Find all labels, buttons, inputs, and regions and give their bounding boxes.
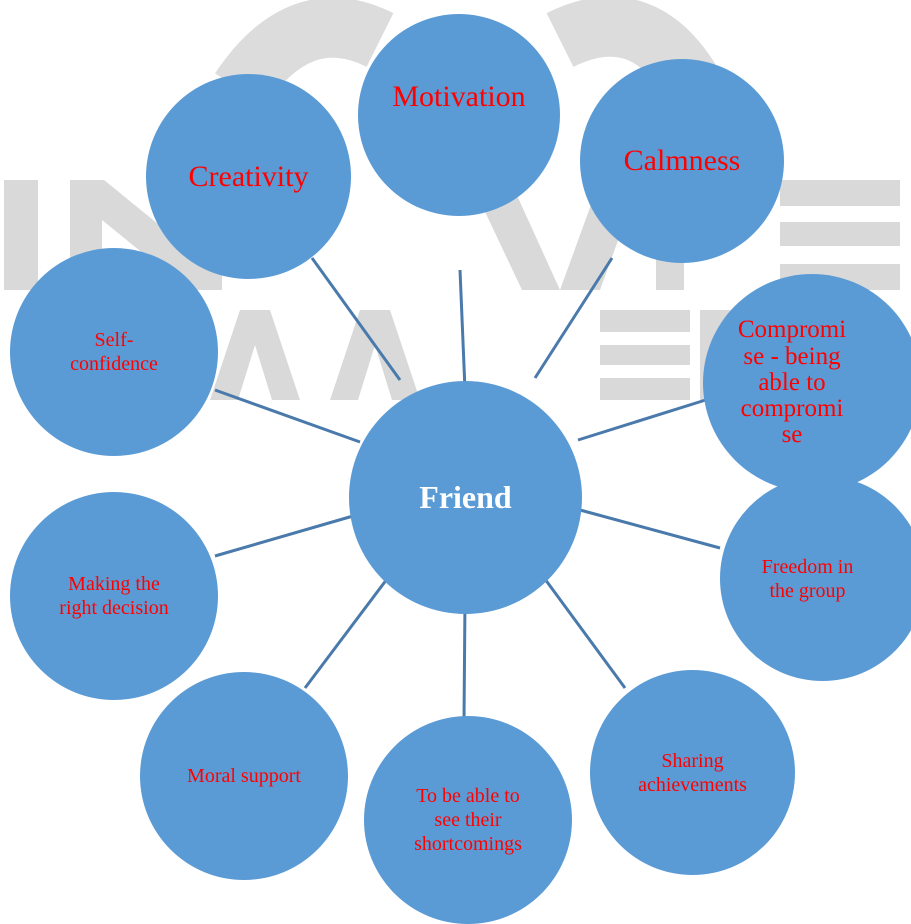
node-freedom: Freedom in the group bbox=[720, 476, 911, 681]
node-label-making-decision: Making the right decision bbox=[59, 573, 169, 619]
node-label-moral-support: Moral support bbox=[187, 765, 301, 787]
node-self-confidence: Self- confidence bbox=[10, 248, 218, 456]
node-label-freedom: Freedom in the group bbox=[761, 555, 854, 602]
node-label-compromise: Compromi se - being able to compromi se bbox=[737, 316, 847, 449]
node-motivation: Motivation bbox=[358, 14, 560, 216]
node-label-self-confidence: Self- confidence bbox=[70, 329, 158, 375]
node-label-sharing: Sharing achievements bbox=[638, 749, 747, 796]
node-label-motivation: Motivation bbox=[392, 80, 526, 113]
connector-making-decision bbox=[214, 514, 354, 558]
connector-freedom bbox=[579, 508, 721, 550]
connectors bbox=[214, 257, 721, 721]
connector-motivation bbox=[458, 269, 467, 391]
node-label-friend: Friend bbox=[419, 479, 512, 515]
connector-shortcomings bbox=[462, 599, 467, 721]
node-compromise: Compromi se - being able to compromi se bbox=[703, 274, 911, 492]
connector-self-confidence bbox=[214, 388, 361, 444]
node-label-shortcomings: To be able to see their shortcomings bbox=[414, 785, 522, 855]
connector-compromise bbox=[577, 396, 713, 442]
connector-moral-support bbox=[303, 574, 392, 689]
node-friend: Friend bbox=[349, 381, 582, 614]
node-sharing: Sharing achievements bbox=[590, 670, 795, 875]
connector-creativity bbox=[310, 257, 402, 381]
node-making-decision: Making the right decision bbox=[10, 492, 218, 700]
node-label-calmness: Calmness bbox=[623, 144, 741, 177]
node-moral-support: Moral support bbox=[140, 672, 348, 880]
connector-sharing bbox=[540, 574, 627, 689]
node-shortcomings: To be able to see their shortcomings bbox=[364, 716, 572, 924]
node-calmness: Calmness bbox=[580, 59, 784, 263]
node-creativity: Creativity bbox=[146, 74, 351, 279]
connector-calmness bbox=[533, 257, 614, 379]
node-label-creativity: Creativity bbox=[188, 159, 309, 193]
